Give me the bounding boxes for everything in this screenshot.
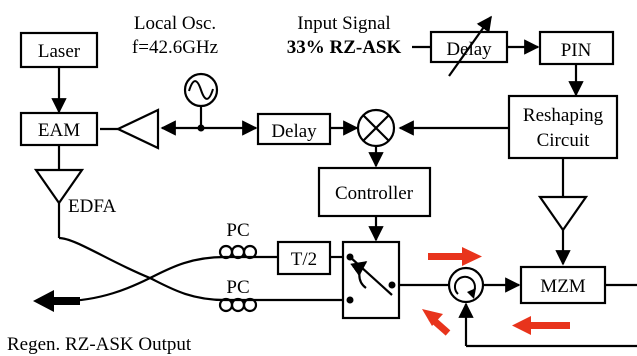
pc-top-label: PC: [226, 220, 249, 241]
mzm-block: MZM: [519, 265, 607, 305]
sine-wave-icon: [183, 72, 219, 108]
laser-label: Laser: [38, 41, 81, 62]
pc-bottom-label: PC: [226, 277, 249, 298]
delay-mid-block: Delay: [256, 112, 332, 146]
pc-top: PC: [218, 220, 258, 260]
driver-amplifier-icon: [115, 108, 160, 150]
edfa-amplifier: EDFA: [33, 168, 116, 217]
reshaping-label-line2: Circuit: [537, 130, 590, 151]
pin-block: PIN: [538, 30, 615, 66]
input-signal-label: Input Signal 33% RZ-ASK: [287, 13, 402, 58]
edfa-triangle-icon: [33, 168, 85, 205]
edfa-label: EDFA: [68, 196, 116, 217]
mzm-label: MZM: [540, 276, 586, 297]
reshaping-label-line1: Reshaping: [523, 105, 604, 126]
local-oscillator-label: Local Osc. f=42.6GHz: [132, 13, 218, 58]
controller-block: Controller: [317, 166, 432, 218]
input-signal-format: 33% RZ-ASK: [287, 37, 402, 58]
mzm-driver-amplifier-icon: [537, 195, 589, 232]
pin-label: PIN: [561, 40, 592, 61]
coil-icon: [218, 244, 258, 260]
red-arrow-left-icon: [512, 316, 570, 335]
output-label: Regen. RZ-ASK Output: [7, 334, 192, 355]
reshaping-circuit-block: Reshaping Circuit: [507, 94, 619, 160]
coupler-input-path: [58, 236, 151, 280]
controller-label: Controller: [335, 183, 414, 204]
red-arrow-diagonal-icon: [422, 309, 451, 336]
variable-delay-arrow-icon: [448, 15, 492, 77]
circulator-icon: [447, 266, 485, 304]
rotation-arrow-icon: [350, 261, 368, 289]
red-arrow-right-icon: [428, 247, 482, 266]
delay-top-label: Delay: [446, 39, 492, 60]
delay-mid-label: Delay: [271, 121, 317, 142]
output-arrow-icon: [33, 290, 80, 312]
laser-block: Laser: [19, 31, 99, 69]
input-signal-title: Input Signal: [297, 13, 390, 34]
t-half-label: T/2: [291, 249, 317, 270]
t-half-block: T/2: [276, 240, 332, 276]
local-osc-frequency: f=42.6GHz: [132, 37, 218, 58]
multiplier-cross-icon: [356, 108, 396, 148]
eam-label: EAM: [38, 120, 80, 141]
optical-switch: [341, 240, 401, 320]
local-osc-title: Local Osc.: [134, 13, 216, 34]
pc-bottom: PC: [218, 277, 258, 313]
eam-block: EAM: [19, 111, 99, 147]
coil-icon: [218, 297, 258, 313]
